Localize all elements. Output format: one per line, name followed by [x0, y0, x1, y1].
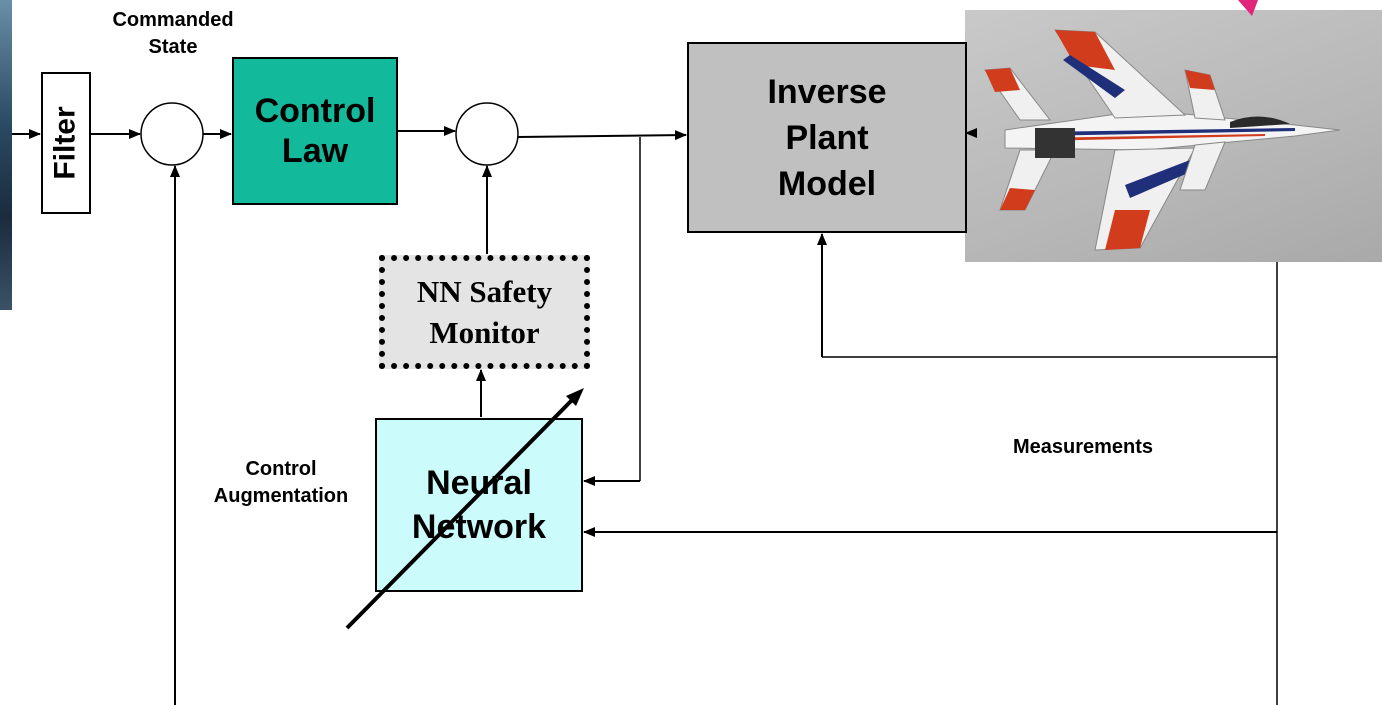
commanded-state-line-2: State — [148, 36, 198, 58]
control-augmentation-label: Control Augmentation — [186, 456, 376, 510]
neural-network-block: Neural Network — [375, 418, 583, 592]
inverse-plant-line-1: Inverse — [767, 72, 887, 111]
sum-to-inverse-plant-arrow — [517, 130, 687, 141]
filter-block: Filter — [41, 72, 91, 214]
measurements-label: Measurements — [1012, 436, 1154, 458]
summing-junction-1 — [140, 102, 204, 166]
inverse-plant-line-3: Model — [777, 164, 877, 203]
control-law-block: Control Law — [232, 57, 398, 205]
safety-monitor-line-2: Monitor — [429, 315, 540, 350]
aircraft-drawing — [984, 29, 1341, 251]
commanded-state-line-1: Commanded — [112, 9, 234, 31]
inverse-plant-line-2: Plant — [785, 118, 869, 157]
neural-network-line-2: Network — [411, 508, 547, 546]
summing-junction-2 — [455, 102, 519, 166]
safety-monitor-line-1: NN Safety — [416, 274, 553, 309]
left-photo-strip — [0, 0, 12, 310]
pink-pointer-icon — [1238, 0, 1258, 16]
control-law-line-2: Law — [281, 132, 349, 170]
control-augmentation-line-1: Control — [245, 458, 317, 480]
aircraft-image — [965, 10, 1382, 262]
commanded-state-label: Commanded State — [88, 7, 258, 61]
control-augmentation-line-2: Augmentation — [213, 485, 349, 507]
control-law-line-1: Control — [254, 92, 376, 130]
inverse-plant-model-block: Inverse Plant Model — [687, 42, 967, 233]
neural-network-line-1: Neural — [426, 464, 532, 502]
nn-safety-monitor-block: NN Safety Monitor — [379, 255, 590, 369]
filter-label: Filter — [49, 106, 83, 180]
